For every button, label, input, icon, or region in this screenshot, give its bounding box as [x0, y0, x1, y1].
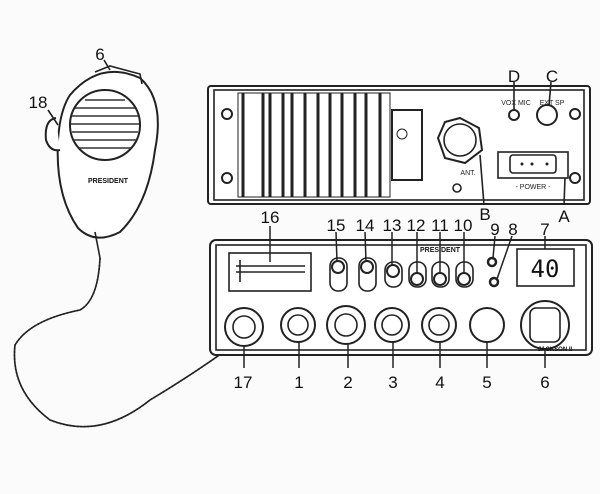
callout-A: A — [558, 207, 570, 226]
callout-11: 11 — [431, 216, 449, 235]
callout-13: 13 — [383, 216, 402, 235]
callout-4: 4 — [435, 373, 444, 392]
callout-3: 3 — [388, 373, 397, 392]
microphone: PRESIDENT 6 18 — [13, 45, 241, 428]
power-label: - POWER - — [516, 184, 552, 191]
channel-display-value: 40 — [531, 255, 560, 283]
ext-sp-label: EXT SP — [540, 100, 565, 107]
callout-14: 14 — [356, 216, 375, 235]
mic-jack — [224, 307, 264, 347]
led-9 — [486, 256, 498, 268]
callout-7: 7 — [540, 220, 549, 239]
ext-speaker-jack — [536, 104, 558, 126]
mic-brand-label: PRESIDENT — [88, 178, 129, 185]
vox-mic-jack — [508, 109, 520, 121]
callout-16: 16 — [261, 208, 280, 227]
callout-17: 17 — [234, 373, 253, 392]
callout-C: C — [546, 67, 558, 86]
rear-panel: ANT. - POWER - VOX MIC EXT SP D C B A — [207, 67, 591, 226]
power-connector: - POWER - — [497, 151, 569, 191]
callout-6: 6 — [540, 373, 549, 392]
callout-5: 5 — [482, 373, 491, 392]
antenna-label: ANT. — [460, 170, 475, 177]
callout-15: 15 — [327, 216, 346, 235]
callout-B: B — [479, 205, 490, 224]
callout-1: 1 — [294, 373, 303, 392]
front-panel: PRESIDENT 40 JACKSON II — [209, 208, 593, 392]
callout-2: 2 — [343, 373, 352, 392]
callout-mic-6: 6 — [95, 45, 104, 64]
vox-mic-label: VOX MIC — [501, 100, 531, 107]
heatsink — [237, 92, 423, 198]
callout-9: 9 — [490, 220, 499, 239]
callout-8: 8 — [508, 220, 517, 239]
callout-10: 10 — [454, 216, 473, 235]
switches — [329, 257, 474, 292]
model-label: JACKSON II — [538, 347, 573, 353]
knobs — [224, 300, 570, 350]
callout-12: 12 — [407, 216, 426, 235]
callout-18: 18 — [29, 93, 48, 112]
led-8 — [488, 276, 500, 288]
callout-D: D — [508, 67, 520, 86]
antenna-connector: ANT. — [436, 116, 484, 193]
